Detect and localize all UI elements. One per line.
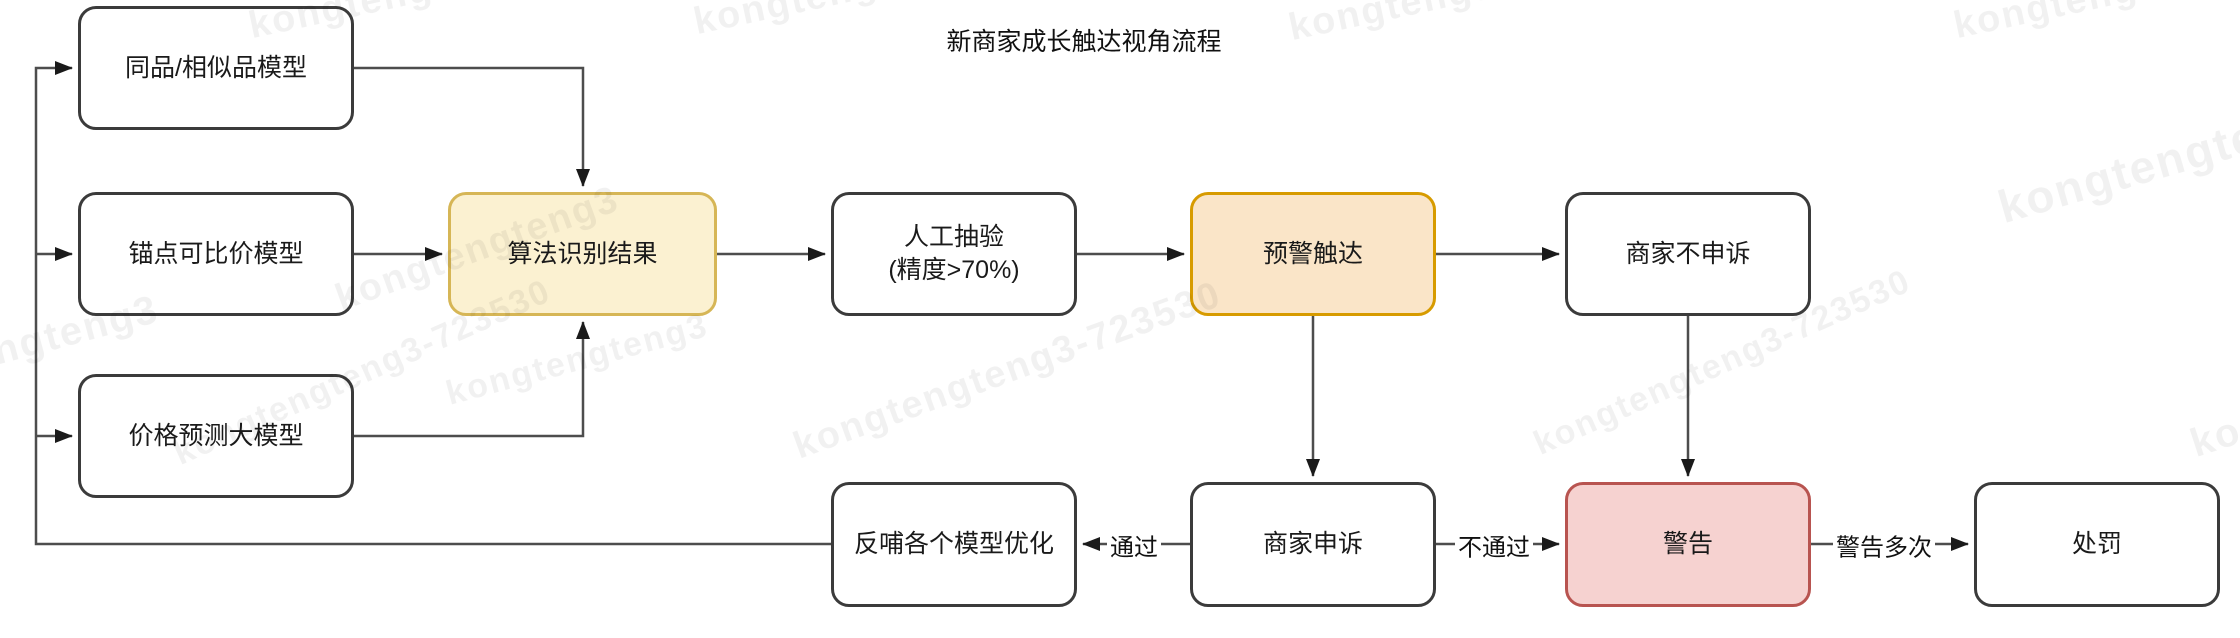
node-warning-reach: 预警触达 — [1190, 192, 1436, 316]
node-label: 预警触达 — [1262, 239, 1363, 268]
node-algo-recognition-result: 算法识别结果 — [448, 192, 717, 316]
node-anchor-price-model: 锚点可比价模型 — [78, 192, 354, 316]
node-label: 处罚 — [2071, 530, 2122, 558]
node-label: 同品/相似品模型 — [125, 53, 307, 82]
node-label: 算法识别结果 — [507, 239, 658, 268]
node-punishment: 处罚 — [1974, 482, 2220, 607]
diagram-title: 新商家成长触达视角流程 — [946, 28, 1222, 56]
node-label: 警告 — [1662, 530, 1713, 558]
node-merchant-no-appeal: 商家不申诉 — [1565, 192, 1811, 316]
node-feedback-model-optimization: 反哺各个模型优化 — [831, 482, 1077, 607]
node-sublabel: (精度>70%) — [888, 256, 1020, 284]
node-warning: 警告 — [1565, 482, 1811, 607]
node-label: 价格预测大模型 — [128, 421, 304, 450]
node-similar-product-model: 同品/相似品模型 — [78, 6, 354, 130]
node-price-prediction-model: 价格预测大模型 — [78, 374, 354, 498]
edge-label-pass: 通过 — [1107, 527, 1161, 563]
edge-label-warned-multiple-times: 警告多次 — [1833, 527, 1935, 563]
node-label: 商家不申诉 — [1625, 239, 1751, 268]
node-manual-inspection: 人工抽验 (精度>70%) — [831, 192, 1077, 316]
edge-label-fail: 不通过 — [1455, 527, 1533, 563]
node-label: 人工抽验 — [903, 223, 1004, 251]
connector-feedback-loop — [34, 61, 831, 546]
connector-price-to-algo — [354, 321, 590, 438]
node-merchant-appeal: 商家申诉 — [1190, 482, 1436, 607]
node-label: 反哺各个模型优化 — [853, 530, 1054, 558]
node-label: 商家申诉 — [1262, 530, 1363, 558]
node-label: 锚点可比价模型 — [128, 239, 304, 268]
connector-similar-to-algo — [354, 66, 590, 187]
